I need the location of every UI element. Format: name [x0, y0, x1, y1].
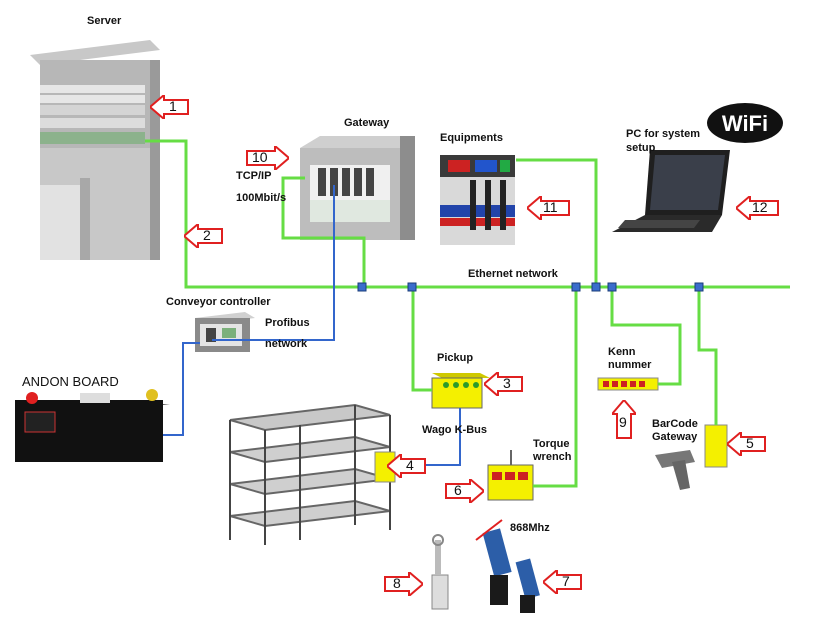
ethernet-lines	[145, 139, 790, 488]
andon-board	[15, 389, 170, 462]
label-profibus: Profibus	[265, 317, 310, 329]
label-pc-setup-1: PC for system	[626, 128, 700, 140]
label-wago: Wago K-Bus	[422, 424, 487, 436]
pickup-device	[431, 373, 490, 409]
callout-11: 11	[527, 196, 571, 220]
gateway-cabinet	[300, 136, 415, 240]
label-conveyor: Conveyor controller	[166, 296, 271, 308]
label-torque-2: wrench	[533, 451, 572, 463]
label-torque-1: Torque	[533, 438, 570, 450]
label-tcpip: TCP/IP	[236, 170, 272, 182]
conveyor-controller	[195, 312, 255, 352]
wifi-logo: WiFi	[707, 103, 783, 143]
label-equipments: Equipments	[440, 132, 503, 144]
kenn-nummer-digits	[603, 381, 645, 387]
label-speed: 100Mbit/s	[236, 192, 287, 204]
callout-8: 8	[383, 572, 423, 596]
equipment-dispenser	[440, 155, 515, 245]
barcode-gateway	[704, 424, 728, 468]
callout-9: 9	[612, 400, 636, 440]
callout-2: 2	[184, 224, 224, 248]
label-pc-setup-2: setup	[626, 142, 656, 154]
radio-signal	[475, 519, 503, 541]
storage-rack	[229, 403, 391, 545]
callout-6: 6	[444, 479, 484, 503]
callout-1: 1	[150, 95, 190, 119]
callout-12: 12	[736, 196, 780, 220]
network-nodes	[357, 282, 704, 292]
screwdriver-tools	[482, 528, 540, 613]
label-gateway: Gateway	[344, 117, 390, 129]
label-barcode-1: BarCode	[652, 418, 698, 430]
label-server: Server	[87, 15, 122, 27]
callout-3: 3	[484, 372, 524, 396]
label-kenn-2: nummer	[608, 359, 652, 371]
label-freq: 868Mhz	[510, 522, 550, 534]
label-ethernet: Ethernet network	[468, 268, 558, 280]
laptop-pc	[612, 150, 730, 232]
label-network: network	[265, 338, 308, 350]
wifi-text: WiFi	[722, 111, 768, 136]
label-pickup: Pickup	[437, 352, 474, 364]
server-cabinet	[30, 40, 160, 260]
key-sensor	[431, 534, 449, 610]
callout-5: 5	[727, 432, 767, 456]
callout-10: 10	[245, 146, 289, 170]
label-barcode-2: Gateway	[652, 431, 698, 443]
torque-wrench-controller	[487, 450, 534, 501]
callout-4: 4	[387, 454, 427, 478]
label-andon: ANDON BOARD	[22, 374, 119, 389]
callout-7: 7	[543, 570, 583, 594]
barcode-scanner	[655, 450, 695, 490]
label-kenn-1: Kenn	[608, 346, 636, 358]
